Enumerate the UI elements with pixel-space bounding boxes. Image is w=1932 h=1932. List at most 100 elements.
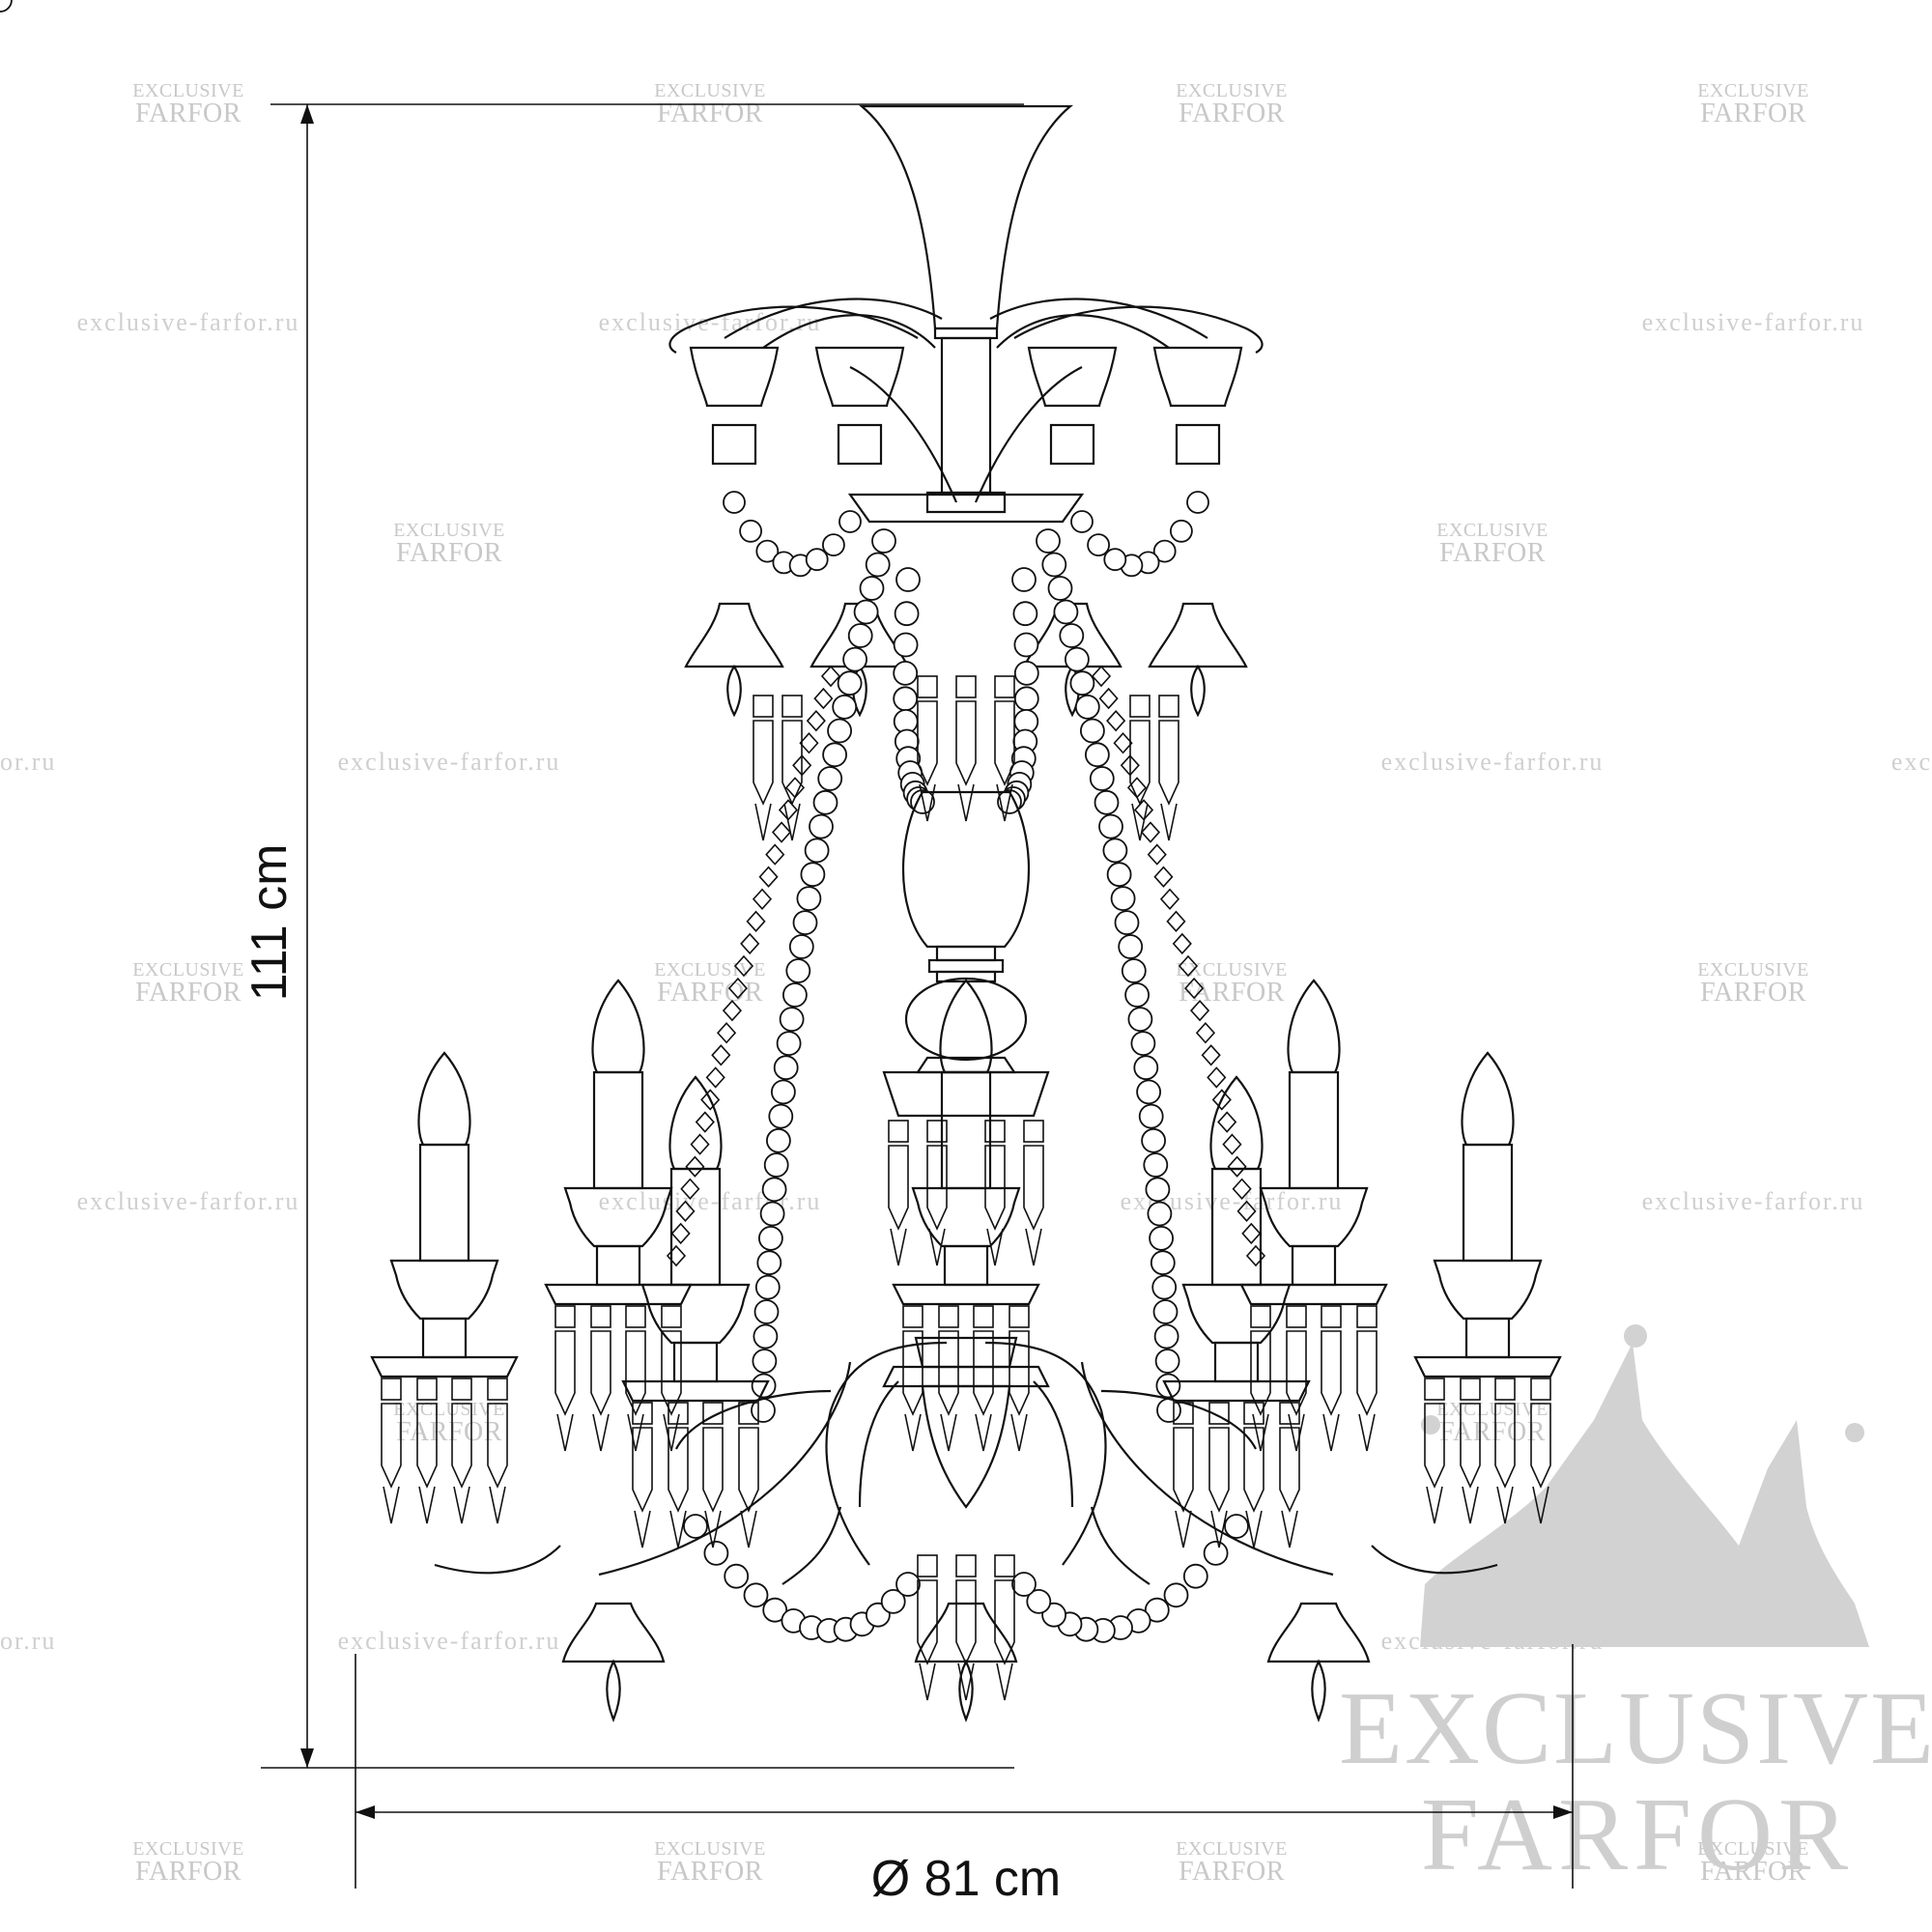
- candle-flame-bulb: [1287, 979, 1341, 1074]
- crystal-prism-tip: [704, 1510, 722, 1548]
- crystal-bead: [832, 695, 858, 720]
- candle-flame-bulb: [591, 979, 645, 1074]
- crystal-bead: [822, 742, 847, 768]
- diameter-dimension: Ø 81 cm: [355, 1644, 1574, 1907]
- crystal-bead: [1149, 1226, 1174, 1251]
- crystal-bead: [805, 548, 829, 572]
- crystal-bead: [1460, 1378, 1481, 1401]
- crystal-bead: [893, 686, 919, 712]
- crystal-bead: [893, 632, 919, 658]
- crystal-bead: [416, 1378, 438, 1401]
- watermark-url: exclusive-farfor.ru: [1381, 748, 1605, 776]
- crystal-bead: [762, 1597, 788, 1623]
- crystal-prism: [1153, 866, 1174, 888]
- crystal-prism: [700, 1089, 721, 1111]
- crystal-prism: [806, 709, 826, 732]
- crystal-bead: [792, 910, 818, 935]
- bobeche-cup: [1259, 1186, 1369, 1248]
- bobeche-cup: [389, 1259, 499, 1321]
- watermark-logo-line1: EXCLUSIVE: [654, 959, 766, 980]
- crystal-bead: [865, 552, 891, 578]
- watermark-logo-line1: EXCLUSIVE: [1176, 1838, 1288, 1860]
- crystal-bead: [1138, 1103, 1164, 1129]
- watermark-logo-line1: EXCLUSIVE: [1697, 80, 1809, 101]
- bell: [1022, 602, 1122, 668]
- watermark-url: exclusive-farfor.ru: [1642, 308, 1865, 336]
- crystal-bead: [0, 0, 13, 13]
- crystal-bead: [763, 1152, 789, 1178]
- crystal-bead: [938, 1305, 959, 1328]
- crystal-prism: [670, 1222, 691, 1245]
- crystal-prism: [994, 1579, 1015, 1665]
- watermark-logo-line2: FARFOR: [135, 1857, 242, 1887]
- watermark-logo-grid: EXCLUSIVEFARFOREXCLUSIVEFARFOREXCLUSIVEF…: [132, 80, 1809, 1887]
- watermark-logo-line1: EXCLUSIVE: [1176, 80, 1288, 101]
- crystal-bead: [1150, 1250, 1176, 1276]
- crystal-prism: [1236, 1200, 1257, 1223]
- watermark-logo-line1: EXCLUSIVE: [654, 1838, 766, 1860]
- crystal-prism: [1113, 732, 1133, 754]
- candle-sleeve: [1288, 1070, 1340, 1190]
- candle-cup: [689, 346, 780, 408]
- crystal-bead: [781, 695, 803, 718]
- bobeche-cup: [1433, 1259, 1543, 1321]
- bell: [1266, 1602, 1371, 1663]
- crystal-prism: [765, 843, 785, 866]
- crystal-prism: [625, 1330, 646, 1416]
- crystal-prism: [1217, 1111, 1237, 1133]
- crystal-bead: [1208, 1402, 1230, 1425]
- crystal-prism: [1106, 709, 1126, 732]
- crystal-prism-tip: [1210, 1510, 1228, 1548]
- crystal-prism: [716, 1022, 737, 1044]
- crystal-prism: [740, 932, 760, 955]
- candle: [370, 1051, 519, 1378]
- watermark-url: exclusive-farfor.ru: [1642, 1187, 1865, 1215]
- crystal-prism: [632, 1427, 653, 1513]
- crystal-bead: [796, 886, 822, 911]
- candle-flame-bulb: [417, 1051, 471, 1147]
- crystal-bead: [1118, 934, 1144, 959]
- candles: [370, 979, 1562, 1403]
- crystal-prism: [1211, 1089, 1232, 1111]
- upper-cups: [689, 346, 1243, 466]
- watermark-logo-line1: EXCLUSIVE: [393, 520, 505, 541]
- crystal-bead: [1102, 838, 1128, 864]
- watermark-url: exclusive-farfor.ru: [599, 308, 822, 336]
- crystal-bead: [812, 789, 838, 815]
- crystal-bead: [1127, 1007, 1153, 1032]
- crystal-prism: [1184, 977, 1205, 1000]
- crystal-prism: [1494, 1403, 1516, 1489]
- crystal-bead: [871, 528, 896, 554]
- crystal-bead: [1047, 576, 1073, 601]
- crystal-prism-tip: [957, 783, 975, 822]
- lower-arms: [434, 1341, 1498, 1585]
- crystal-bead: [984, 1120, 1006, 1143]
- crystal-bead: [703, 1541, 729, 1566]
- crystal-prism: [955, 700, 977, 786]
- crystal-bead: [1203, 1541, 1229, 1566]
- crystal-bead: [994, 1554, 1015, 1577]
- crown-icon: [1420, 1324, 1869, 1647]
- crystal-bead: [895, 1572, 921, 1597]
- crystal-prism: [1147, 843, 1167, 866]
- watermark-url: exclusive-farfor.ru: [599, 1187, 822, 1215]
- crystal-prism: [1232, 1178, 1252, 1200]
- candle-stem: [595, 1244, 641, 1287]
- crystal-bead: [1114, 910, 1140, 935]
- drop-pendant: [606, 1659, 621, 1722]
- upper-arms: [668, 298, 1264, 503]
- crystal-prism-tip: [1358, 1413, 1376, 1452]
- crystal-bead: [788, 934, 814, 959]
- upper-bells: [684, 602, 1248, 718]
- crystal-prism: [1189, 999, 1210, 1022]
- crystal-prism-tip: [1131, 803, 1149, 841]
- crystal-prism: [1321, 1330, 1342, 1416]
- crystal-prism: [1207, 1066, 1227, 1089]
- crystal-prism-tip: [890, 1228, 907, 1266]
- crystal-bead: [766, 1127, 791, 1153]
- candle: [1239, 979, 1388, 1306]
- crystal-prism-tip: [996, 1662, 1013, 1701]
- crystal-prism: [711, 1044, 731, 1066]
- crystal-prism-tip: [1175, 1510, 1192, 1548]
